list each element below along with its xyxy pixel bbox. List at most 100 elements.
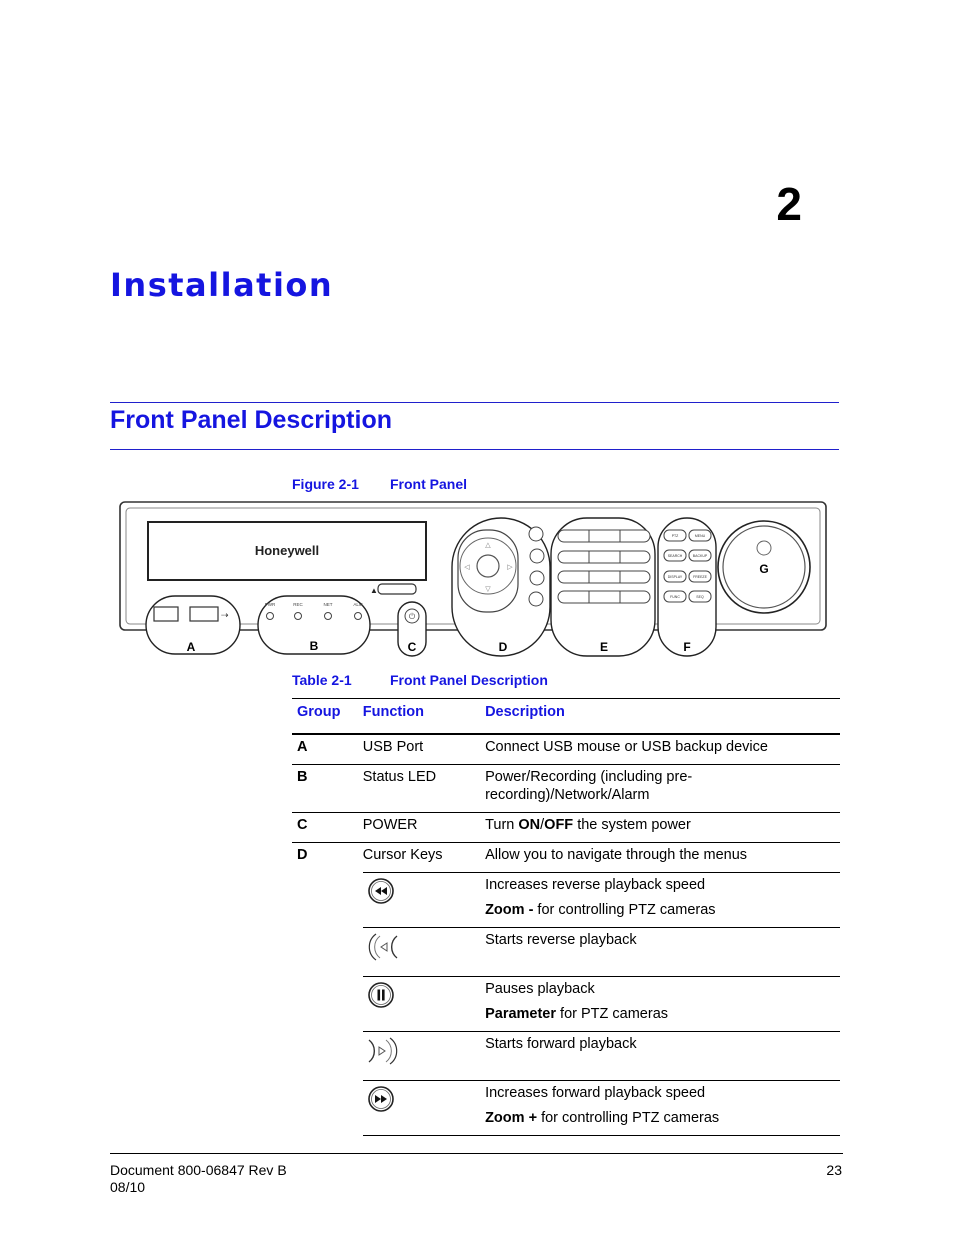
usb-icon: ⇢	[221, 610, 229, 620]
row-function: Cursor Keys	[362, 842, 486, 873]
brand-logo: Honeywell	[255, 543, 319, 558]
power-button	[404, 608, 420, 624]
group-label-e: E	[600, 640, 608, 654]
function-key-label-6: FREEZE	[693, 575, 707, 579]
fast-forward-icon	[367, 1086, 394, 1112]
row-function: POWER	[362, 812, 486, 843]
header-description: Description	[485, 698, 840, 735]
table-row: Starts reverse playback	[292, 927, 840, 977]
function-key-label-3: SEARCH	[668, 554, 683, 558]
panel-display-window	[147, 521, 427, 581]
cursor-up-icon: △	[485, 542, 491, 549]
group-b-outline	[257, 595, 371, 655]
table-row: B Status LED Power/Recording (including …	[292, 764, 840, 813]
jog-shuttle	[722, 525, 806, 609]
row-group: B	[292, 764, 363, 813]
function-key-3	[663, 549, 687, 562]
number-key-row-2	[557, 550, 651, 564]
table-row: Pauses playback Parameter for PTZ camera…	[292, 976, 840, 1032]
reverse-play-icon	[368, 933, 398, 961]
footer-left: Document 800-06847 Rev B 08/10	[110, 1162, 287, 1196]
function-key-5	[663, 570, 687, 583]
function-key-label-5: DISPLAY	[668, 575, 683, 579]
table-title: Front Panel Description	[390, 672, 548, 688]
led-rec	[294, 612, 302, 620]
number-key-row-4	[557, 590, 651, 604]
function-key-8	[688, 590, 712, 603]
group-label-c: C	[408, 640, 417, 654]
section-rule-bottom	[110, 449, 839, 450]
cursor-down-icon: ▽	[485, 586, 491, 593]
step-button	[528, 591, 544, 607]
group-label-d: D	[499, 640, 508, 654]
eject-button	[377, 583, 417, 595]
row-group: A	[292, 734, 363, 765]
led-alm	[354, 612, 362, 620]
table-row: A USB Port Connect USB mouse or USB back…	[292, 734, 840, 765]
function-key-label-2: MENU	[695, 534, 706, 538]
number-key-row-1	[557, 529, 651, 543]
forward-play-icon	[368, 1037, 398, 1065]
row-description: Increases reverse playback speed	[485, 877, 706, 893]
eject-icon: ▲	[370, 586, 378, 595]
group-label-f: F	[683, 640, 690, 654]
led-net	[324, 612, 332, 620]
page-number: 23	[826, 1162, 842, 1178]
row-description: Allow you to navigate through the menus	[485, 842, 840, 873]
row-function: Status LED	[362, 764, 486, 813]
row-description: Starts reverse playback	[485, 932, 637, 948]
group-label-a: A	[187, 640, 196, 654]
group-label-b: B	[310, 639, 319, 653]
power-icon: ⏻	[409, 612, 416, 621]
section-rule-top	[110, 402, 839, 403]
row-description: Pauses playback	[485, 981, 595, 997]
row-group: C	[292, 812, 363, 843]
function-key-7	[663, 590, 687, 603]
fast-reverse-icon	[367, 878, 394, 904]
usb-port-1	[153, 606, 179, 622]
fast-forward-button	[529, 548, 545, 564]
table-row: Increases reverse playback speed Zoom - …	[292, 872, 840, 928]
function-key-label-7: FUNC	[670, 595, 680, 599]
function-key-label-4: BACKUP	[693, 554, 708, 558]
front-panel-table: Group Function Description A USB Port Co…	[292, 698, 840, 1136]
function-key-1	[663, 529, 687, 542]
cursor-right-icon: ▷	[507, 564, 513, 571]
table-row: Starts forward playback	[292, 1031, 840, 1081]
table-row: Increases forward playback speed Zoom + …	[292, 1080, 840, 1136]
footer-rule	[110, 1153, 843, 1154]
figure-label: Figure 2-1	[292, 476, 359, 492]
figure-title: Front Panel	[390, 476, 468, 492]
row-description: Starts forward playback	[485, 1036, 637, 1052]
section-title: Front Panel Description	[110, 406, 392, 434]
table-row: C POWER Turn ON/OFF the system power	[292, 812, 840, 843]
pause-icon	[367, 982, 394, 1008]
table-label: Table 2-1	[292, 672, 352, 688]
led-label-pwr: PWR	[265, 602, 276, 607]
function-key-6	[688, 570, 712, 583]
jog-dial-knob	[756, 540, 772, 556]
chapter-number: 2	[776, 178, 802, 230]
group-label-g: G	[759, 562, 768, 576]
led-label-net: NET	[324, 602, 333, 607]
footer-document: Document 800-06847 Rev B	[110, 1162, 287, 1178]
fast-reverse-button	[528, 526, 544, 542]
pause-button	[529, 570, 545, 586]
table-row: D Cursor Keys Allow you to navigate thro…	[292, 842, 840, 873]
led-label-rec: REC	[293, 602, 303, 607]
usb-port-2	[189, 606, 219, 622]
row-description: Connect USB mouse or USB backup device	[485, 734, 840, 765]
function-key-label-8: SEQ	[696, 595, 704, 599]
led-label-alm: ALM	[353, 602, 363, 607]
header-function: Function	[362, 698, 486, 735]
header-group: Group	[292, 698, 363, 735]
footer-date: 08/10	[110, 1179, 146, 1195]
front-panel-figure: Honeywell ▲ ⇢ A PWR REC NET ALM B ⏻ C △ …	[119, 501, 827, 657]
led-pwr	[266, 612, 274, 620]
chapter-title: Installation	[110, 266, 334, 304]
row-group: D	[297, 847, 308, 863]
row-function: USB Port	[362, 734, 486, 765]
function-key-label-1: PTZ	[672, 534, 679, 538]
number-key-row-3	[557, 570, 651, 584]
function-key-4	[688, 549, 712, 562]
